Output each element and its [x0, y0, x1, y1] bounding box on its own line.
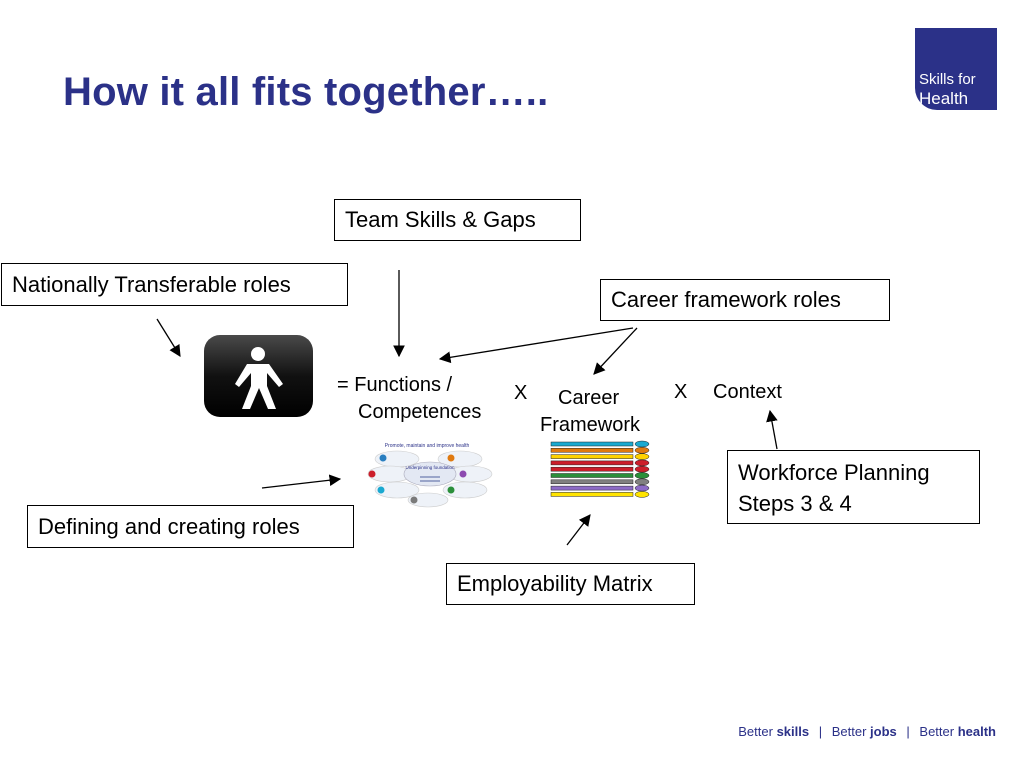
x-label-1: X [514, 382, 528, 404]
career-bar-end [634, 447, 650, 454]
career-bar [550, 441, 634, 447]
person-icon [204, 335, 313, 417]
competence-wheel-icon: Promote, maintain and improve health Und… [367, 443, 493, 508]
x-label-2: X [674, 381, 688, 403]
workforce-planning-box: Workforce Planning Steps 3 & 4 [727, 450, 980, 524]
career-bar-end [634, 491, 650, 498]
arrow-defining-roles [261, 474, 342, 489]
career-bar-end [634, 453, 650, 460]
footer-separator-2: | [906, 724, 910, 739]
career-bar [550, 460, 634, 466]
footer-better-3: Better [919, 724, 958, 739]
career-bar [550, 485, 634, 491]
arrow-career-roles-to-functions [438, 327, 634, 364]
footer-separator-1: | [818, 724, 823, 739]
career-framework-bars [550, 440, 650, 498]
logo-line2: Health [919, 89, 969, 108]
competences-label: Competences [358, 401, 482, 423]
svg-text:Underpinning foundation: Underpinning foundation [405, 465, 455, 470]
career-framework-roles-box: Career framework roles [600, 279, 890, 321]
career-bar [550, 454, 634, 459]
footer-skills: skills [776, 724, 810, 739]
career-bar [550, 492, 634, 497]
career-label: Career [558, 387, 620, 409]
arrow-employability-matrix [566, 514, 591, 546]
team-skills-box: Team Skills & Gaps [334, 199, 581, 241]
footer-better-2: Better [831, 724, 871, 739]
arrow-career-roles-to-framework [593, 327, 638, 375]
logo-line1: Skills for [919, 71, 976, 88]
svg-text:Promote, maintain and improve: Promote, maintain and improve health [385, 443, 470, 449]
career-bar-end [634, 478, 650, 486]
footer-jobs: jobs [870, 724, 897, 739]
nationally-transferable-box: Nationally Transferable roles [1, 263, 348, 306]
workforce-line1: Workforce Planning [738, 460, 930, 485]
skills-for-health-logo: Skills for Health [915, 28, 997, 110]
career-bar [550, 466, 634, 472]
context-label: Context [713, 381, 782, 403]
arrow-workforce-planning [766, 409, 778, 450]
career-bar [550, 448, 634, 453]
career-bar [550, 479, 634, 485]
career-bar-end [634, 465, 650, 473]
defining-roles-box: Defining and creating roles [27, 505, 354, 548]
career-bar-end [634, 472, 650, 479]
functions-label: = Functions / [337, 374, 453, 396]
career-bar-end [634, 459, 650, 467]
arrow-nationally-transferable [156, 318, 181, 357]
career-bar-end [634, 440, 650, 448]
footer-health: health [957, 724, 996, 739]
framework-label: Framework [540, 414, 641, 436]
career-bar-end [634, 484, 650, 492]
workforce-line2: Steps 3 & 4 [738, 491, 852, 516]
footer-better-1: Better [738, 724, 777, 739]
page-title: How it all fits together….. [63, 70, 549, 114]
career-bar [550, 473, 634, 478]
footer-tagline: Better skills | Better jobs | Better hea… [738, 724, 996, 739]
employability-matrix-box: Employability Matrix [446, 563, 695, 605]
